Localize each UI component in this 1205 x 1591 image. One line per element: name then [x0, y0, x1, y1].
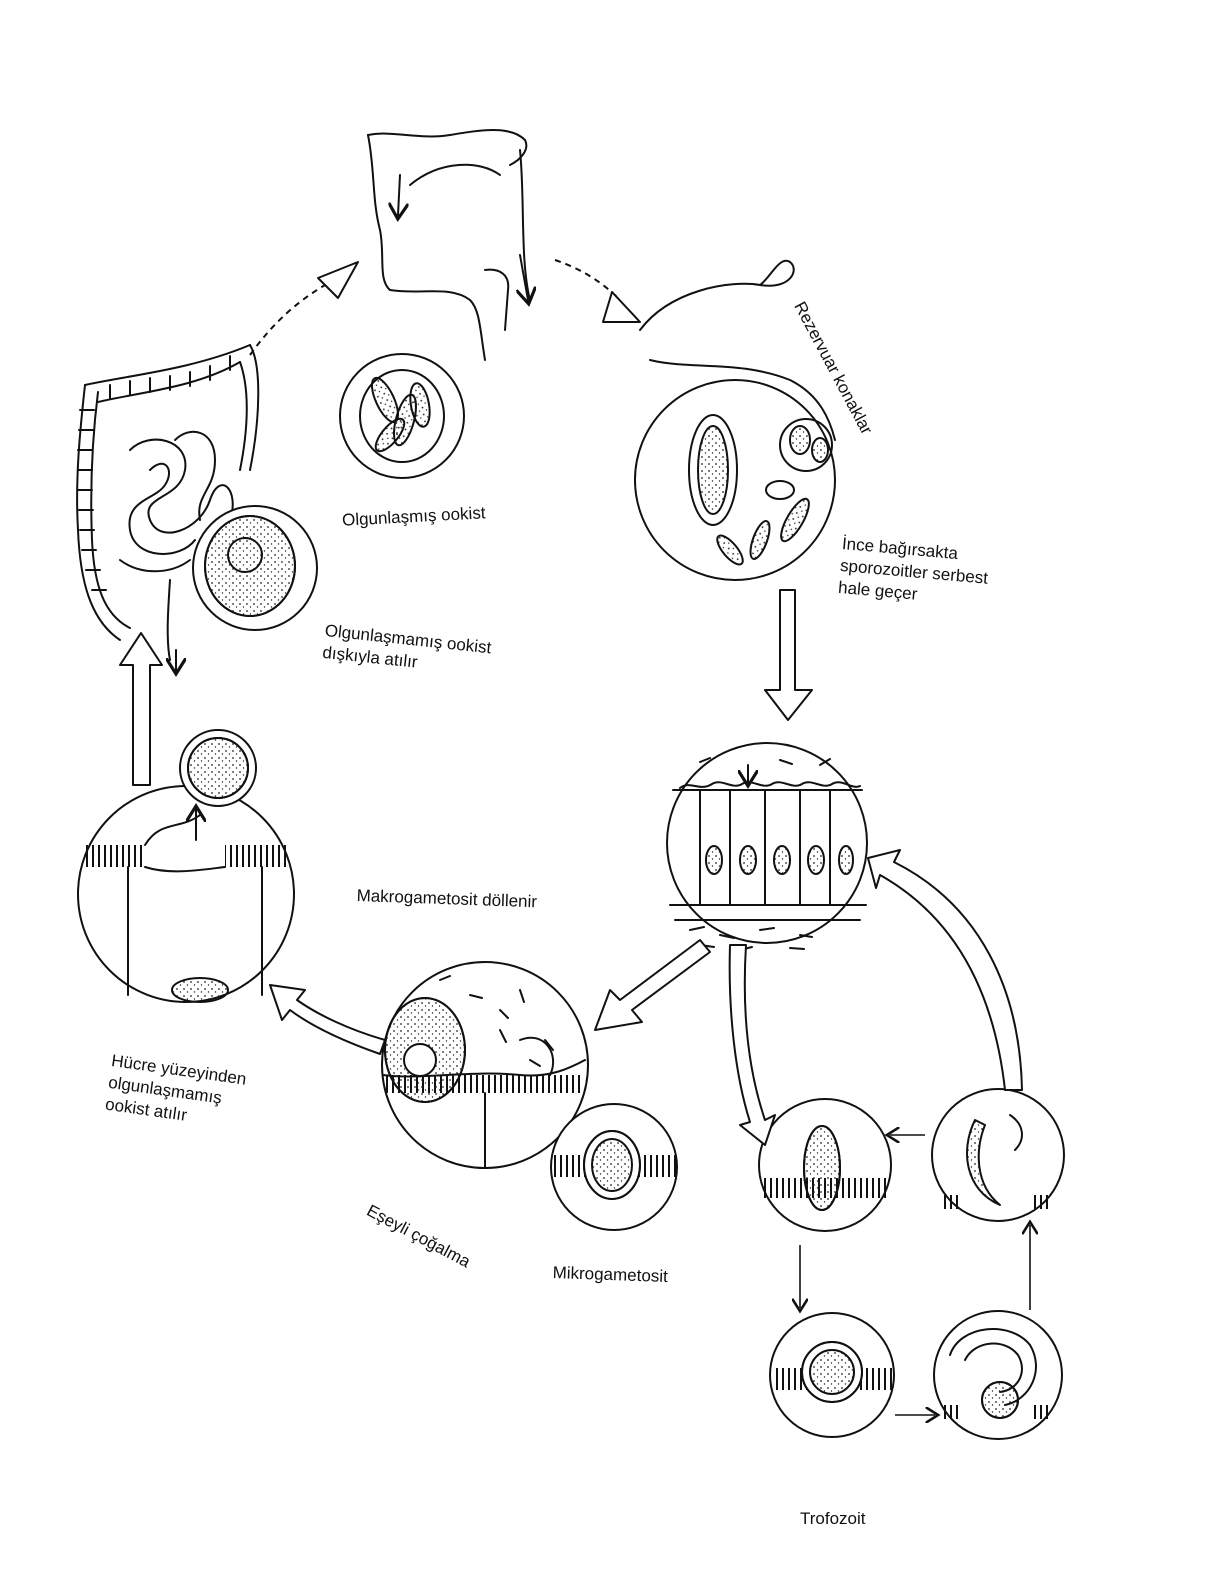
arrow-host-to-intestine	[603, 292, 640, 322]
arrow-return-to-epithelium	[868, 850, 1022, 1090]
arrow-to-trophozoite	[730, 945, 775, 1145]
oocyst-release-circle	[78, 730, 294, 1002]
arrow-to-intestine	[120, 633, 162, 785]
cycle-circle-a	[759, 1099, 891, 1231]
arrow-to-release	[270, 985, 385, 1054]
epithelium-circle	[667, 743, 867, 950]
fertilization-circle	[382, 962, 588, 1168]
trophozoite-circle	[770, 1313, 894, 1437]
cycle-circle-d	[934, 1311, 1062, 1439]
mature-oocyst-circle	[340, 354, 464, 478]
cycle-circle-b	[932, 1089, 1064, 1221]
arrow-to-fertilization	[595, 940, 710, 1030]
microgametocyte-circle	[551, 1104, 677, 1230]
arrow-head-to-host	[318, 262, 358, 298]
immature-oocyst-circle	[193, 506, 317, 630]
label-small-intestine: İnce bağırsakta sporozoitler serbest hal…	[837, 533, 991, 612]
arrow-to-epithelium	[765, 590, 812, 720]
label-microgametocyte: Mikrogametosit	[552, 1262, 668, 1288]
host-head-illustration	[368, 130, 530, 360]
label-trophozoite: Trofozoit	[800, 1508, 866, 1530]
